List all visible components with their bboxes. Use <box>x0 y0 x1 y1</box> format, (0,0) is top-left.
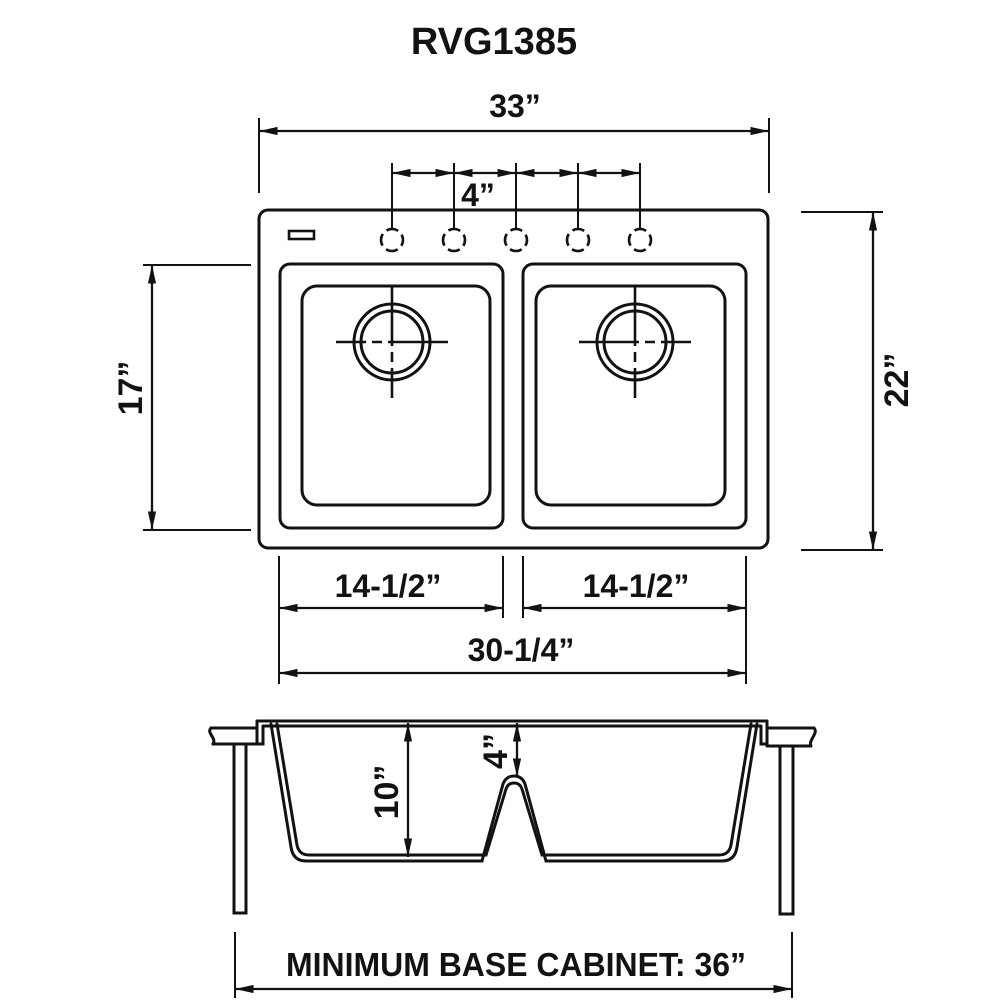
dimension-label: 10” <box>368 765 406 820</box>
dimension-label: 14-1/2” <box>583 568 690 604</box>
dimension-left-bowl-width: 14-1/2” <box>278 556 504 684</box>
right-bowl <box>521 262 748 530</box>
sink-outline <box>257 208 770 550</box>
faucet-hole-icon <box>441 227 467 253</box>
dimension-label: 30-1/4” <box>468 632 575 668</box>
break-line <box>208 726 216 746</box>
brand-mark-icon <box>287 229 316 241</box>
min-base-cabinet-label: MINIMUM BASE CABINET: 36” <box>286 946 746 983</box>
faucet-hole-icon <box>627 227 653 253</box>
dimension-right-bowl-width: 14-1/2” <box>522 556 747 684</box>
drain-icon <box>336 286 448 398</box>
left-bowl <box>278 262 505 530</box>
break-line <box>808 726 817 748</box>
dimension-label: 4” <box>477 733 515 769</box>
dimension-bowls-overall-width: 30-1/4” <box>279 632 746 678</box>
top-view: 33” 4” 17” 22” <box>112 88 916 684</box>
dimension-label: 17” <box>112 361 150 416</box>
dimension-overall-depth: 22” <box>801 211 916 551</box>
cabinet-wall-right <box>778 744 795 916</box>
faucet-holes <box>379 227 653 253</box>
countertop-right <box>765 726 817 748</box>
bowl-section-inner <box>275 722 753 857</box>
profile-view: 10” 4” <box>208 719 817 916</box>
faucet-hole-icon <box>379 227 405 253</box>
right-bowl-bottom <box>534 284 727 507</box>
dimension-divider-drop: 4” <box>477 723 522 777</box>
dimension-label: 33” <box>489 88 541 124</box>
dimension-overall-width: 33” <box>258 88 770 193</box>
drain-icon <box>579 286 691 398</box>
dimension-label: 14-1/2” <box>335 568 442 604</box>
faucet-hole-icon <box>565 227 591 253</box>
faucet-hole-icon <box>503 227 529 253</box>
model-title: RVG1385 <box>411 21 577 63</box>
rim-lip-right <box>759 719 769 746</box>
rim-lip-left <box>255 719 265 746</box>
dimension-label: 4” <box>461 177 495 213</box>
cabinet-wall-left <box>232 742 248 915</box>
dimension-bowl-front-to-back: 17” <box>112 264 251 531</box>
right-bowl-rim <box>521 262 748 530</box>
base-cabinet-dimension: MINIMUM BASE CABINET: 36” <box>234 932 793 998</box>
left-bowl-rim <box>278 262 505 530</box>
dimension-faucet-spacing: 4” <box>391 163 641 228</box>
left-bowl-bottom <box>300 284 492 507</box>
dimension-bowl-depth: 10” <box>368 723 413 857</box>
countertop-left <box>208 726 259 746</box>
dimension-label: 22” <box>878 353 916 408</box>
